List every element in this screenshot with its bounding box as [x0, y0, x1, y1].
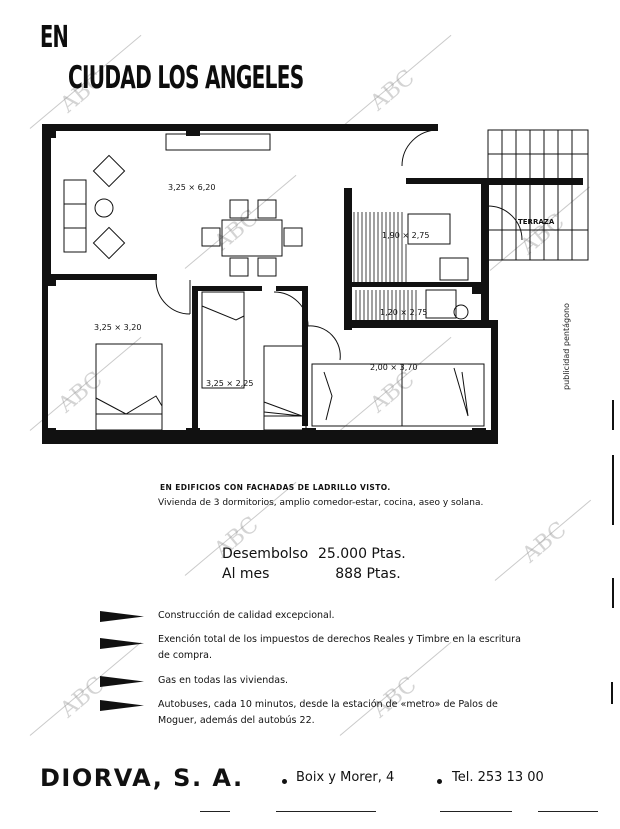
edge-mark — [612, 578, 614, 608]
company-address: Boix y Morer, 4 — [296, 770, 395, 785]
feature-item: Exención total de los impuestos de derec… — [158, 634, 521, 661]
dim-bath: 1,20 × 2,75 — [380, 308, 427, 317]
watermark-line — [494, 499, 592, 581]
feature-item: Autobuses, cada 10 minutos, desde la est… — [158, 699, 498, 726]
dim-living: 3,25 × 6,20 — [168, 183, 215, 192]
bottom-rule — [538, 811, 598, 812]
floor-plan: 3,25 × 6,20 3,25 × 3,20 3,25 × 2,25 1,90… — [42, 124, 589, 444]
abc-watermark: ABC — [517, 517, 572, 568]
specs-caps-line: EN EDIFICIOS CON FACHADAS DE LADRILLO VI… — [160, 483, 391, 492]
down-payment-row: Desembolso 25.000 Ptas. — [222, 546, 406, 562]
down-payment-value: 25.000 Ptas. — [318, 546, 406, 562]
edge-mark — [612, 400, 614, 430]
dim-master: 3,25 × 3,20 — [94, 323, 141, 332]
arrow-bullet-icon — [100, 676, 144, 687]
watermark-line — [339, 34, 452, 129]
headline-en: EN — [40, 20, 69, 55]
monthly-label: Al mes — [222, 566, 270, 582]
headline-city: CIUDAD LOS ANGELES — [68, 60, 304, 96]
arrow-bullet-icon — [100, 700, 144, 711]
dim-bedroom3: 2,00 × 3,70 — [370, 363, 417, 372]
bullet-dot-icon — [282, 779, 287, 784]
company-phone: Tel. 253 13 00 — [452, 770, 544, 785]
edge-mark — [611, 682, 613, 704]
edge-mark — [612, 455, 614, 525]
specs-description: Vivienda de 3 dormitorios, amplio comedo… — [158, 498, 484, 508]
feature-item: Construcción de calidad excepcional. — [158, 610, 335, 621]
feature-item: Gas en todas las viviendas. — [158, 675, 289, 686]
monthly-unit: Ptas. — [366, 566, 401, 582]
company-name: DIORVA, S. A. — [40, 764, 244, 792]
abc-watermark: ABC — [365, 65, 420, 116]
down-payment-label: Desembolso — [222, 546, 309, 562]
credit-text: publicidad pentágono — [562, 303, 571, 390]
watermark-line — [29, 641, 142, 736]
bottom-rule — [200, 811, 230, 812]
dim-bedroom2: 3,25 × 2,25 — [206, 379, 253, 388]
bullet-dot-icon — [437, 779, 442, 784]
arrow-bullet-icon — [100, 611, 144, 622]
bottom-rule — [276, 811, 376, 812]
bottom-rule — [440, 811, 512, 812]
monthly-amount: 888 — [335, 566, 362, 582]
terrace-label: TERRAZA — [518, 218, 555, 226]
monthly-row: Al mes 888 Ptas. — [222, 566, 401, 582]
dim-kitchen: 1,90 × 2,75 — [382, 231, 429, 240]
advertising-credit: publicidad pentágono — [560, 270, 576, 390]
arrow-bullet-icon — [100, 638, 144, 649]
